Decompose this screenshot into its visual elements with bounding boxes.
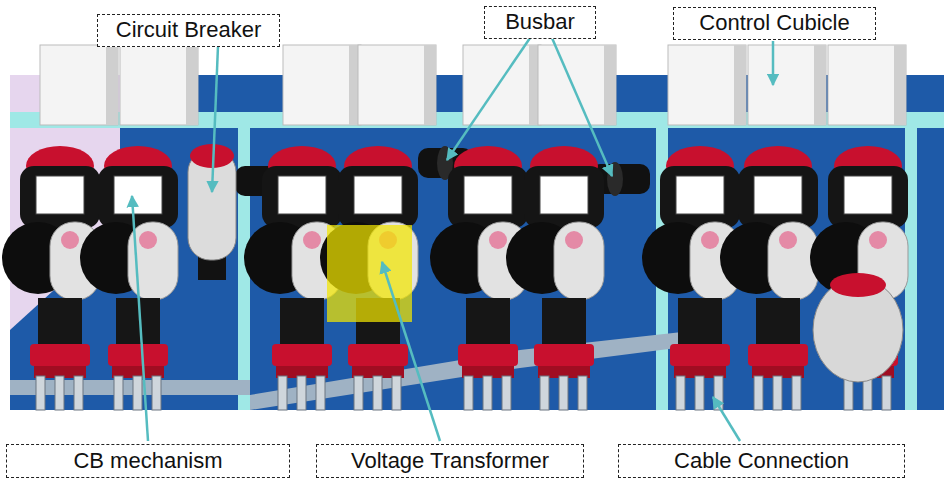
leader-line (382, 262, 440, 441)
cubicle (120, 45, 198, 125)
label-box: CB mechanism (6, 444, 290, 478)
label-box: Busbar (484, 6, 596, 39)
leader-line (212, 46, 218, 192)
pipe (10, 380, 250, 395)
cubicle (40, 45, 118, 125)
red-cap (830, 273, 886, 297)
cubicle (463, 45, 541, 125)
leader-line (132, 196, 148, 441)
label-box: Voltage Transformer (316, 444, 584, 478)
cubicle (358, 45, 436, 125)
part-label: Control Cubicle (699, 11, 849, 35)
cubicle (748, 45, 826, 125)
pole (320, 146, 418, 410)
leader-line (713, 397, 740, 441)
cubicle (668, 45, 746, 125)
cubicle (283, 45, 361, 125)
pole (506, 146, 604, 410)
cubicle (538, 45, 616, 125)
part-label: Circuit Breaker (116, 18, 261, 42)
pole (642, 146, 740, 410)
pole (720, 146, 818, 410)
pole (80, 146, 178, 410)
leader-line (772, 41, 775, 85)
leader-line (552, 38, 612, 176)
part-label: Cable Connection (674, 449, 849, 473)
highlight (327, 225, 412, 322)
cubicle (828, 45, 906, 125)
leader-line (447, 38, 530, 160)
pole (2, 146, 100, 410)
label-box: Cable Connection (618, 444, 905, 478)
part-label: CB mechanism (73, 449, 222, 473)
label-box: Circuit Breaker (97, 14, 280, 47)
part-label: Busbar (505, 10, 575, 34)
part-label: Voltage Transformer (351, 449, 549, 473)
label-box: Control Cubicle (673, 7, 876, 40)
pole (810, 146, 908, 410)
